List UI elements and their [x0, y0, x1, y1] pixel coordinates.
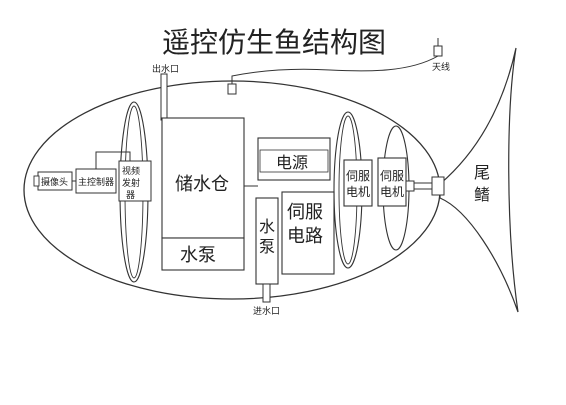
water-pump-vertical-label-1: 水	[259, 217, 275, 236]
controller-box	[75, 168, 117, 194]
tail-fin-label-2: 鳍	[474, 185, 490, 204]
inlet-pipe	[262, 283, 271, 303]
antenna-wire	[231, 55, 439, 86]
shaft-coupler	[405, 180, 415, 192]
servo-circuit-label-2: 电路	[287, 226, 323, 247]
water-pump-horizontal-label: 水泵	[180, 245, 216, 266]
diagram-title: 遥控仿生鱼结构图	[162, 26, 386, 59]
servo-motor-a-box	[343, 159, 373, 207]
servo-motor-b-label-2: 电机	[380, 185, 404, 199]
controller-label: 主控制器	[78, 176, 114, 188]
wire-controller-top	[95, 151, 131, 169]
servo-motor-a-label-1: 伺服	[346, 169, 370, 183]
antenna-label: 天线	[432, 61, 450, 73]
servo-motor-a-label-2: 电机	[346, 185, 370, 199]
tail-fin-label-1: 尾	[474, 163, 490, 182]
water-tank-label: 储水仓	[175, 174, 229, 195]
servo-circuit-box	[281, 191, 335, 275]
servo-circuit-label-1: 伺服	[287, 202, 323, 223]
video-transmitter-box	[118, 160, 152, 202]
camera-lens	[33, 175, 40, 187]
water-pump-horizontal-box	[161, 237, 245, 271]
servo-motor-b-box	[377, 157, 407, 207]
servo-motor-b-label-1: 伺服	[380, 169, 404, 183]
tail-fin-shape	[439, 47, 519, 313]
drive-shaft	[413, 182, 433, 190]
antenna-tip	[433, 45, 443, 57]
tail-joint	[431, 176, 445, 196]
power-inner-box	[259, 149, 329, 173]
video-tx-label-2: 发射	[122, 177, 140, 189]
power-label: 电源	[276, 153, 308, 172]
inlet-label: 进水口	[253, 305, 280, 317]
video-tx-label-3: 器	[126, 190, 135, 201]
water-pump-vertical-label-2: 泵	[259, 237, 275, 256]
camera-label: 摄像头	[41, 176, 68, 188]
antenna-base	[227, 83, 237, 95]
outlet-label: 出水口	[152, 63, 179, 75]
outlet-pipe	[160, 73, 168, 121]
video-tx-label-1: 视频	[122, 165, 140, 177]
